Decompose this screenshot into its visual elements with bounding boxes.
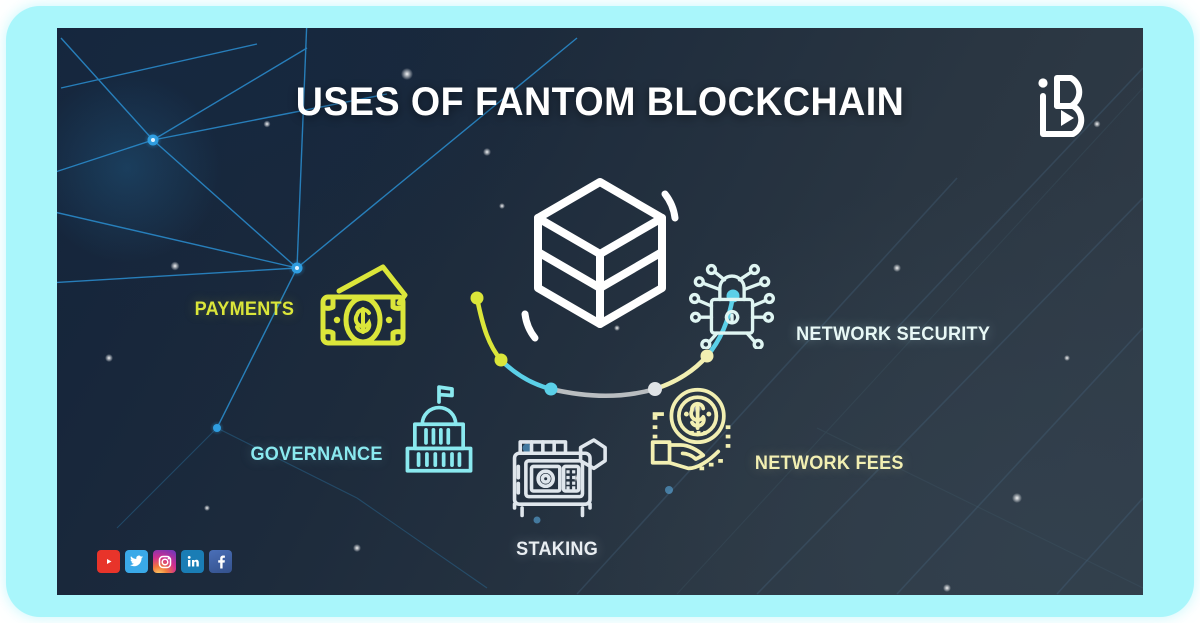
- use-item-network-security[interactable]: NETWORK SECURITY: [687, 263, 995, 354]
- page-title: USES OF FANTOM BLOCKCHAIN: [295, 80, 905, 124]
- twitter-icon[interactable]: [125, 550, 148, 573]
- banknote-card-icon: [313, 261, 413, 358]
- fantom-logo: [495, 160, 705, 370]
- network-padlock-icon: [687, 263, 777, 354]
- use-label-network-security: NETWORK SECURITY: [796, 324, 991, 345]
- ib-monogram-icon: [1038, 75, 1085, 137]
- hand-coin-icon: [645, 386, 739, 479]
- brand-logo[interactable]: [1027, 70, 1101, 142]
- facebook-icon[interactable]: [209, 550, 232, 573]
- use-item-governance[interactable]: GOVERNANCE: [247, 383, 478, 478]
- content-panel: USES OF FANTOM BLOCKCHAIN: [57, 28, 1143, 595]
- network-background: [57, 28, 1143, 595]
- social-links: [97, 550, 232, 573]
- linkedin-icon[interactable]: [181, 550, 204, 573]
- use-item-staking[interactable]: STAKING: [507, 428, 607, 561]
- youtube-icon[interactable]: [97, 550, 120, 573]
- fantom-mark-icon: [521, 178, 679, 342]
- use-item-network-fees[interactable]: NETWORK FEES: [645, 386, 908, 479]
- use-label-staking: STAKING: [516, 539, 598, 560]
- instagram-icon[interactable]: [153, 550, 176, 573]
- safe-vault-icon: [507, 428, 607, 525]
- use-label-governance: GOVERNANCE: [250, 443, 383, 465]
- use-item-payments[interactable]: PAYMENTS: [192, 261, 413, 358]
- use-label-network-fees: NETWORK FEES: [754, 453, 904, 474]
- capitol-building-icon: [400, 383, 478, 478]
- use-label-payments: PAYMENTS: [194, 298, 295, 320]
